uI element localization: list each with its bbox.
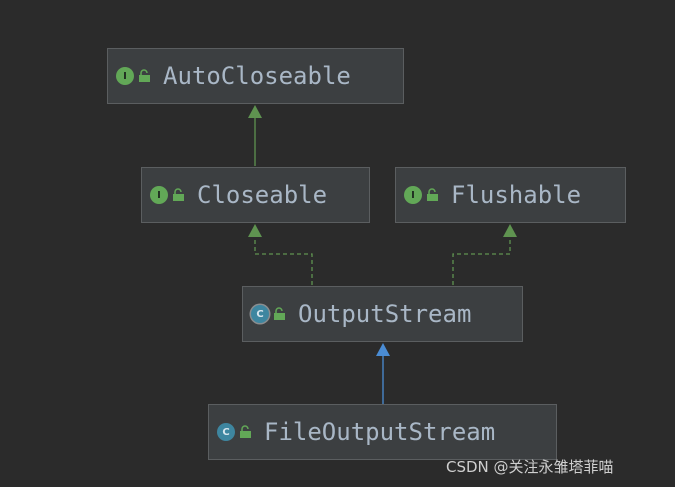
node-outputstream[interactable]: C OutputStream [242,286,523,342]
arrowhead [376,343,390,356]
abstract-class-icon: C [251,305,269,323]
watermark: CSDN @关注永雏塔菲喵 [446,458,614,476]
interface-icon: I [404,186,422,204]
arrowhead [503,224,517,237]
edge-closeable-to-autocloseable [248,105,262,166]
interface-icon: I [116,67,134,85]
node-label: OutputStream [298,300,472,328]
unlocked-icon [139,69,150,82]
edge-fileoutputstream-to-outputstream [376,343,390,404]
node-label: AutoCloseable [163,62,351,90]
unlocked-icon [240,425,251,438]
node-label: FileOutputStream [264,418,496,446]
unlocked-icon [274,307,285,320]
node-flushable[interactable]: I Flushable [395,167,626,223]
edge-outputstream-to-flushable [452,224,517,285]
unlocked-icon [173,188,184,201]
node-autocloseable[interactable]: I AutoCloseable [107,48,404,104]
node-closeable[interactable]: I Closeable [141,167,370,223]
unlocked-icon [427,188,438,201]
edge-outputstream-to-closeable [248,224,313,285]
interface-icon: I [150,186,168,204]
node-fileoutputstream[interactable]: C FileOutputStream [208,404,557,460]
node-label: Closeable [197,181,328,209]
class-icon: C [217,423,235,441]
arrowhead [248,105,262,118]
node-label: Flushable [451,181,582,209]
arrowhead [248,224,262,237]
